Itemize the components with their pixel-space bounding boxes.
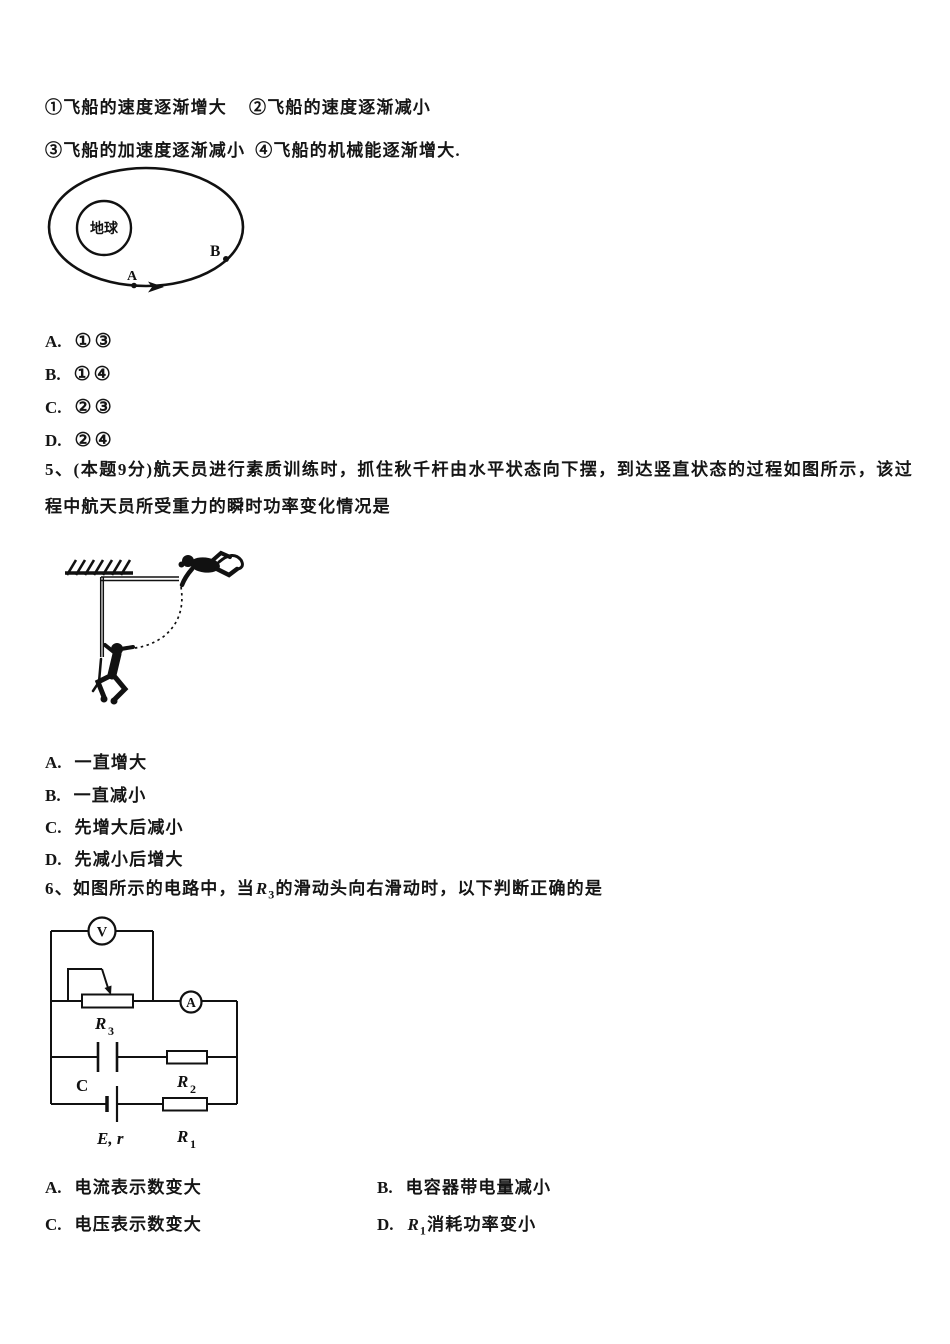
option-letter: B. bbox=[377, 1178, 393, 1197]
option-letter: C. bbox=[45, 818, 62, 837]
q5-question-text: 5、(本题9分)航天员进行素质训练时，抓住秋千杆由水平状态向下摆，到达竖直状态的… bbox=[45, 460, 913, 516]
option-letter: D. bbox=[45, 431, 62, 450]
option-r1-symbol: R bbox=[407, 1215, 419, 1234]
earth-circle bbox=[75, 199, 133, 257]
resistor-r1 bbox=[162, 1097, 208, 1112]
swing-bar-horizontal bbox=[101, 576, 179, 582]
q4-option-a: A. ①③ bbox=[45, 330, 115, 353]
slider-arrow-icon bbox=[67, 968, 112, 1001]
q4-statements-line1: ①飞船的速度逐渐增大 ②飞船的速度逐渐减小 bbox=[45, 97, 431, 118]
option-letter: C. bbox=[45, 1215, 62, 1234]
option-letter: A. bbox=[45, 1178, 62, 1197]
resistor-r2 bbox=[166, 1050, 208, 1065]
option-text: ②④ bbox=[74, 430, 115, 451]
q5-option-c: C. 先增大后减小 bbox=[45, 813, 184, 838]
swing-figure bbox=[65, 550, 244, 705]
option-letter: B. bbox=[45, 365, 61, 384]
q6-question-text: 6、如图所示的电路中，当R3的滑动头向右滑动时，以下判断正确的是 bbox=[45, 878, 603, 902]
option-text: 先减小后增大 bbox=[74, 850, 184, 869]
capacitor-plates bbox=[96, 1042, 119, 1072]
battery-label: E, r bbox=[96, 1129, 124, 1148]
option-text: ①④ bbox=[73, 364, 114, 385]
r2-label: R bbox=[176, 1072, 188, 1091]
point-a-dot bbox=[131, 282, 137, 289]
option-text: ①③ bbox=[74, 331, 115, 352]
option-text: 先增大后减小 bbox=[74, 818, 184, 837]
q6-text-prefix: 6、如图所示的电路中，当 bbox=[45, 879, 255, 898]
battery-symbol bbox=[105, 1086, 119, 1122]
option-letter: A. bbox=[45, 753, 62, 772]
direction-arrow-icon bbox=[148, 281, 164, 293]
circuit-figure: V A R 3 C R 2 E, r R 1 bbox=[50, 916, 238, 1151]
r3-subscript: 3 bbox=[268, 887, 276, 902]
q6-option-a: A. 电流表示数变大 bbox=[45, 1173, 202, 1198]
option-r1-subscript: 1 bbox=[419, 1223, 428, 1238]
q5-option-b: B. 一直减小 bbox=[45, 781, 146, 806]
q4-option-b: B. ①④ bbox=[45, 363, 114, 386]
option-letter: A. bbox=[45, 332, 62, 351]
q4-statements-line2: ③飞船的加速度逐渐减小 ④飞船的机械能逐渐增大. bbox=[45, 140, 461, 161]
athlete-top bbox=[178, 550, 244, 588]
q4-option-d: D. ②④ bbox=[45, 429, 115, 452]
ceiling-hatch bbox=[65, 559, 133, 576]
option-text: 电容器带电量减小 bbox=[405, 1178, 552, 1197]
option-text: ②③ bbox=[74, 397, 115, 418]
q6-option-b: B. 电容器带电量减小 bbox=[377, 1173, 551, 1198]
swing-path-dotted bbox=[134, 586, 183, 649]
swing-bar-vertical bbox=[99, 577, 105, 657]
circuit-wires bbox=[50, 930, 238, 1105]
statement-1: ①飞船的速度逐渐增大 bbox=[45, 98, 227, 117]
capacitor-label: C bbox=[76, 1076, 88, 1095]
orbit-ellipse bbox=[47, 166, 245, 288]
voltmeter-circle bbox=[87, 916, 117, 946]
option-text: 电压表示数变大 bbox=[74, 1215, 202, 1234]
r3-symbol: R bbox=[255, 879, 268, 898]
voltmeter-label: V bbox=[97, 925, 108, 941]
option-text: 一直减小 bbox=[73, 786, 147, 805]
rheostat-r3 bbox=[81, 993, 134, 1009]
option-text: 消耗功率变小 bbox=[427, 1215, 537, 1234]
option-letter: B. bbox=[45, 786, 61, 805]
q6-text-suffix: 的滑动头向右滑动时，以下判断正确的是 bbox=[275, 879, 604, 898]
option-text: 一直增大 bbox=[74, 753, 148, 772]
q4-option-c: C. ②③ bbox=[45, 396, 115, 419]
q5-option-a: A. 一直增大 bbox=[45, 748, 147, 773]
r3-label: R bbox=[94, 1014, 106, 1033]
option-letter: D. bbox=[45, 850, 62, 869]
q6-option-c: C. 电压表示数变大 bbox=[45, 1210, 202, 1235]
r3-label-sub: 3 bbox=[108, 1024, 114, 1038]
statement-4: ④飞船的机械能逐渐增大. bbox=[255, 141, 461, 160]
option-text: 电流表示数变大 bbox=[74, 1178, 202, 1197]
q6-option-d: D. R1消耗功率变小 bbox=[377, 1210, 536, 1238]
point-b-dot bbox=[223, 256, 229, 262]
r1-label: R bbox=[176, 1127, 188, 1146]
statement-3: ③飞船的加速度逐渐减小 bbox=[45, 141, 246, 160]
ammeter-label: A bbox=[186, 995, 196, 1010]
point-a-label: A bbox=[127, 269, 138, 284]
athlete-bottom bbox=[91, 643, 135, 705]
option-letter: C. bbox=[45, 398, 62, 417]
r2-label-sub: 2 bbox=[190, 1082, 196, 1096]
option-letter: D. bbox=[377, 1215, 394, 1234]
q5-option-d: D. 先减小后增大 bbox=[45, 845, 184, 870]
point-b-label: B bbox=[210, 243, 220, 260]
earth-label: 地球 bbox=[90, 220, 119, 237]
r1-label-sub: 1 bbox=[190, 1137, 196, 1151]
statement-2: ②飞船的速度逐渐减小 bbox=[249, 98, 431, 117]
ammeter-circle bbox=[179, 990, 203, 1014]
orbit-figure: 地球 A B bbox=[47, 166, 245, 293]
